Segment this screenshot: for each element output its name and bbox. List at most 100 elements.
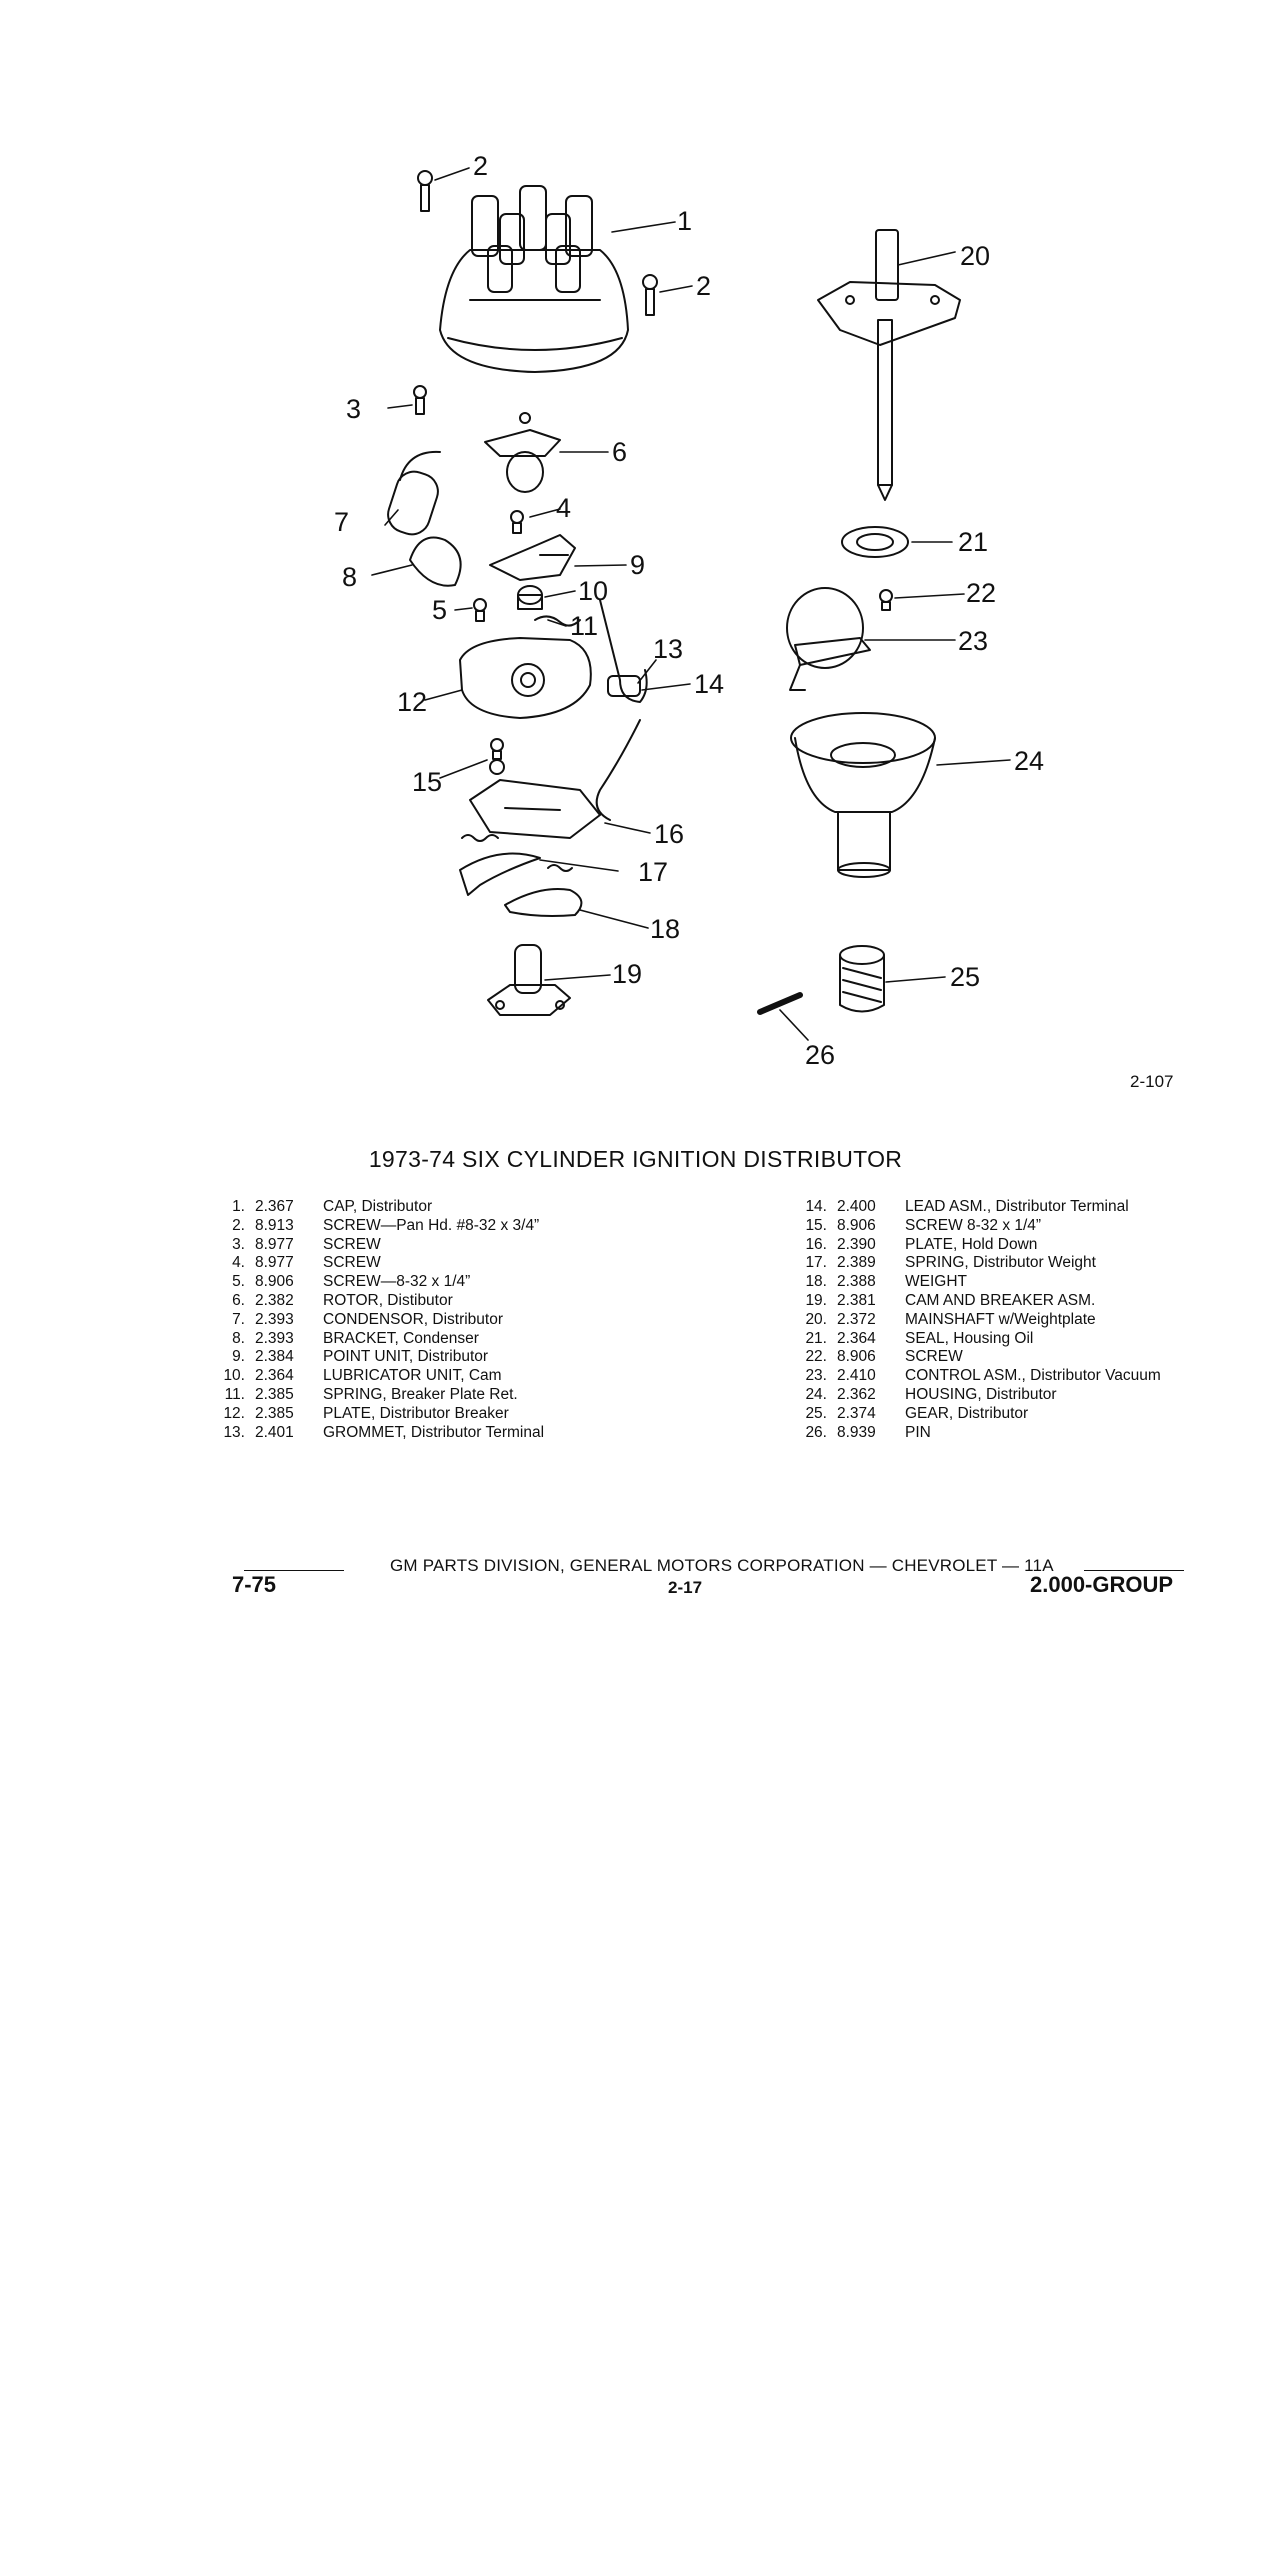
- pin-drawing: [757, 992, 803, 1015]
- page-title: 1973-74 SIX CYLINDER IGNITION DISTRIBUTO…: [368, 1146, 903, 1172]
- item-code: 2.384: [255, 1348, 294, 1366]
- list-item: 12. 2.385 PLATE, Distributor Breaker: [215, 1405, 544, 1424]
- item-description: WEIGHT: [905, 1273, 967, 1291]
- item-description: PLATE, Hold Down: [905, 1235, 1038, 1253]
- item-description: PLATE, Distributor Breaker: [323, 1404, 509, 1422]
- hold-down-plate-drawing: [469, 779, 601, 839]
- item-code: 2.410: [837, 1367, 876, 1385]
- item-number: 25.: [805, 1404, 827, 1422]
- item-number: 4.: [232, 1254, 245, 1272]
- callout-label: 8: [342, 562, 357, 592]
- item-code: 2.381: [837, 1291, 876, 1309]
- callout-label: 20: [960, 241, 990, 271]
- callout-label: 15: [412, 767, 442, 797]
- item-description: CAP, Distributor: [323, 1198, 433, 1215]
- item-number: 24.: [805, 1385, 827, 1403]
- callout-numbers: 1 2 2 3 4 5 6 7 8 9 10 11 12 13 14 15 16…: [334, 151, 1044, 1070]
- item-code: 2.362: [837, 1385, 876, 1403]
- lead-assembly-drawing: [595, 599, 648, 821]
- item-number: 21.: [805, 1329, 827, 1347]
- item-description: PIN: [905, 1423, 931, 1441]
- item-code: 2.364: [837, 1329, 876, 1347]
- weight-spring-drawing: [461, 834, 499, 842]
- callout-label: 4: [556, 493, 571, 523]
- callout-label: 5: [432, 595, 447, 625]
- item-code: 2.400: [837, 1198, 876, 1215]
- item-description: HOUSING, Distributor: [905, 1385, 1057, 1403]
- item-number: 15.: [805, 1216, 827, 1234]
- callout-label: 23: [958, 626, 988, 656]
- callout-label: 24: [1014, 746, 1044, 776]
- callout-label: 18: [650, 914, 680, 944]
- item-description: CONTROL ASM., Distributor Vacuum: [905, 1367, 1161, 1385]
- item-description: ROTOR, Distibutor: [323, 1291, 453, 1309]
- item-number: 26.: [805, 1423, 827, 1441]
- footer-rule-right: [1084, 1570, 1184, 1571]
- item-description: SEAL, Housing Oil: [905, 1329, 1034, 1347]
- point-unit-drawing: [489, 534, 576, 581]
- callout-label: 11: [570, 611, 598, 641]
- distributor-cap-drawing: [439, 185, 629, 373]
- condenser-drawing: [387, 450, 462, 587]
- callout-label: 16: [654, 819, 684, 849]
- footer-rule-left: [244, 1570, 344, 1571]
- item-number: 20.: [805, 1310, 827, 1328]
- callout-label: 26: [805, 1040, 835, 1070]
- item-code: 8.939: [837, 1423, 876, 1441]
- item-number: 5.: [232, 1273, 245, 1291]
- weights-drawing: [459, 852, 583, 917]
- vacuum-control-drawing: [786, 587, 871, 691]
- list-item: 21. 2.364 SEAL, Housing Oil: [797, 1330, 1161, 1349]
- item-number: 3.: [232, 1235, 245, 1253]
- callout-label: 12: [397, 687, 427, 717]
- item-number: 9.: [232, 1348, 245, 1366]
- item-number: 12.: [223, 1404, 245, 1422]
- footer-date: 7-75: [232, 1572, 277, 1597]
- screw-5-drawing: [473, 598, 487, 622]
- item-code: 2.389: [837, 1254, 876, 1272]
- item-description: SCREW: [323, 1235, 381, 1253]
- footer-page-number: 2-17: [668, 1578, 703, 1597]
- item-code: 8.906: [255, 1273, 294, 1291]
- screw-3-drawing: [413, 385, 427, 415]
- gear-drawing: [839, 945, 885, 1013]
- item-description: SPRING, Distributor Weight: [905, 1254, 1096, 1272]
- item-code: 2.393: [255, 1310, 294, 1328]
- callout-label: 1: [677, 206, 692, 236]
- item-description: CONDENSOR, Distributor: [323, 1310, 503, 1328]
- footer-group: 2.000-GROUP: [1030, 1572, 1174, 1597]
- callout-label: 10: [578, 576, 608, 606]
- breaker-plate-drawing: [459, 637, 592, 719]
- item-code: 2.390: [837, 1235, 876, 1253]
- footer-publisher: GM PARTS DIVISION, GENERAL MOTORS CORPOR…: [390, 1556, 1054, 1575]
- item-number: 18.: [805, 1273, 827, 1291]
- item-code: 2.382: [255, 1291, 294, 1309]
- list-item: 23. 2.410 CONTROL ASM., Distributor Vacuum: [797, 1367, 1161, 1386]
- item-number: 22.: [805, 1348, 827, 1366]
- item-code: 2.385: [255, 1385, 294, 1403]
- item-code: 2.385: [255, 1404, 294, 1422]
- item-code: 8.977: [255, 1254, 294, 1272]
- item-description: BRACKET, Condenser: [323, 1329, 479, 1347]
- item-description: SCREW 8-32 x 1/4”: [905, 1216, 1042, 1234]
- callout-label: 14: [694, 669, 724, 699]
- item-number: 19.: [805, 1291, 827, 1309]
- callout-label: 2: [696, 271, 711, 301]
- figure-id: 2-107: [1130, 1072, 1174, 1091]
- item-number: 23.: [805, 1367, 827, 1385]
